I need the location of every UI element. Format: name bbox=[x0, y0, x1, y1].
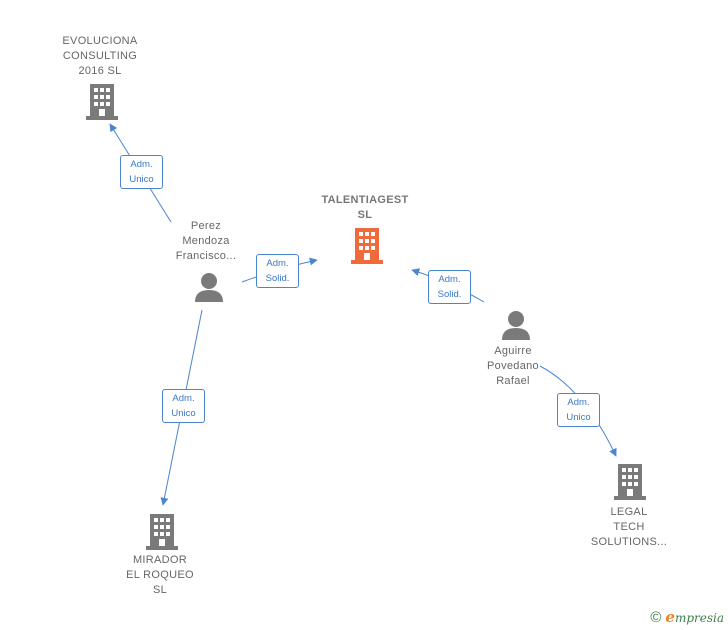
building-icon bbox=[614, 464, 646, 500]
relation-aguirre-talentiagest[interactable]: Adm. Solid. bbox=[428, 270, 471, 304]
relation-aguirre-legal[interactable]: Adm. Unico bbox=[557, 393, 600, 427]
building-icon bbox=[146, 514, 178, 550]
legal-tech-label: LEGAL TECH SOLUTIONS... bbox=[590, 506, 668, 548]
building-icon bbox=[351, 228, 383, 264]
copyright-icon: © bbox=[650, 608, 662, 626]
talentiagest-label: TALENTIAGEST SL bbox=[321, 194, 409, 221]
relation-perez-evoluciona[interactable]: Adm. Unico bbox=[120, 155, 163, 189]
evoluciona-label: EVOLUCIONA CONSULTING 2016 SL bbox=[62, 35, 138, 77]
perez-label: Perez Mendoza Francisco... bbox=[175, 220, 237, 262]
aguirre-label: Aguirre Povedano Rafael bbox=[487, 345, 539, 387]
person-icon bbox=[195, 273, 223, 302]
relation-perez-talentiagest[interactable]: Adm. Solid. bbox=[256, 254, 299, 288]
building-icon bbox=[86, 84, 118, 120]
brand-logo[interactable]: empresia bbox=[665, 608, 724, 626]
person-icon bbox=[502, 311, 530, 340]
relation-perez-mirador[interactable]: Adm. Unico bbox=[162, 389, 205, 423]
mirador-label: MIRADOR EL ROQUEO SL bbox=[126, 554, 194, 596]
footer-brand: © empresia bbox=[650, 608, 724, 626]
